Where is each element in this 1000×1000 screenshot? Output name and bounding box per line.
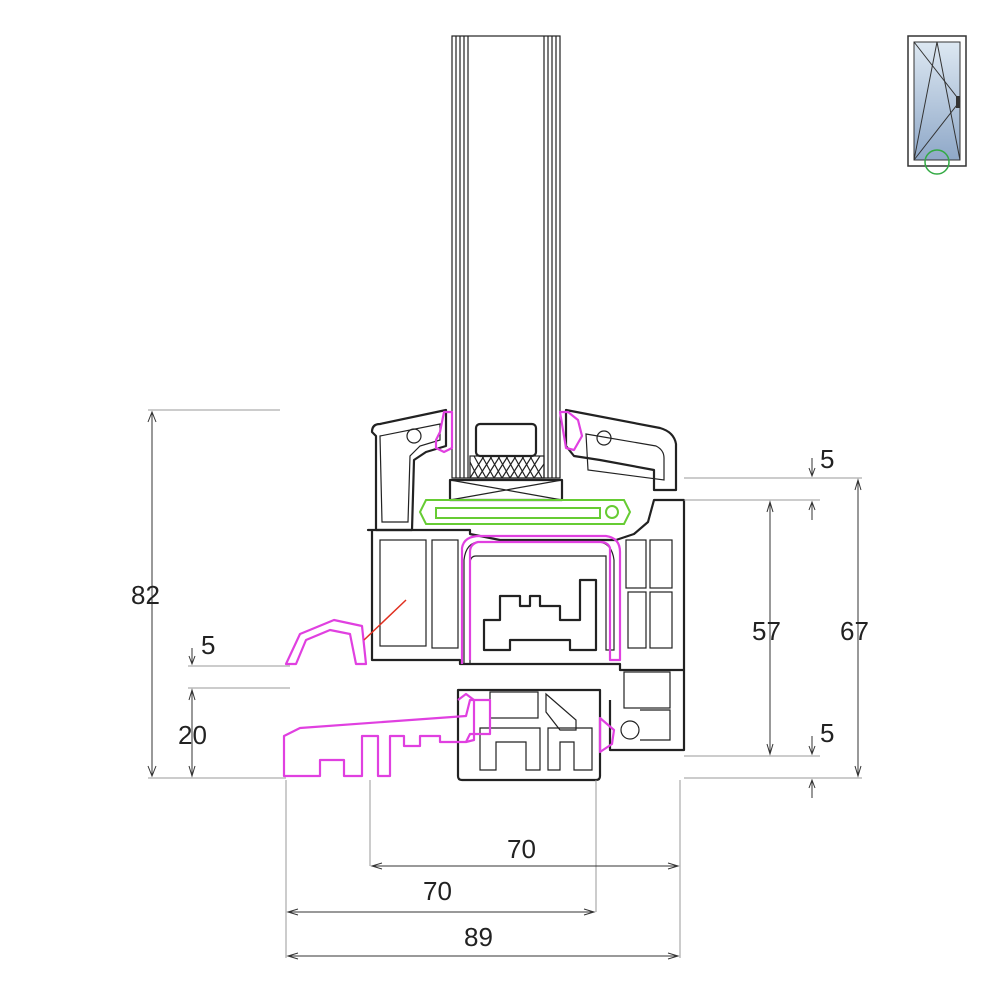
dim-label-sash-height: 57: [752, 616, 781, 646]
dim-label-sash-width: 70: [423, 876, 452, 906]
frame-profile: [366, 498, 686, 752]
hardware-fitting: [418, 499, 632, 525]
dim-label-frame-top-gap: 5: [820, 444, 834, 474]
gaskets: [282, 410, 622, 778]
dimension-lines: [147, 410, 862, 960]
dim-label-frame-bottom-gap: 5: [820, 718, 834, 748]
dimension-labels: 82 5 20 5 57 67 5 70 70 89: [131, 444, 869, 952]
dim-label-total-width: 89: [464, 922, 493, 952]
dim-label-frame-width: 70: [507, 834, 536, 864]
drainage-marker-line: [363, 599, 407, 641]
extension-lines: [148, 409, 862, 958]
tilt-turn-window-icon: [907, 35, 967, 175]
green-circle-marker: [924, 149, 950, 175]
dim-label-upper-gap: 5: [201, 630, 215, 660]
glazing-unit: [448, 35, 564, 502]
dim-label-total-height: 82: [131, 580, 160, 610]
sealant-hatch: [469, 455, 545, 479]
dim-label-frame-height: 67: [840, 616, 869, 646]
dim-label-sill-height: 20: [178, 720, 207, 750]
